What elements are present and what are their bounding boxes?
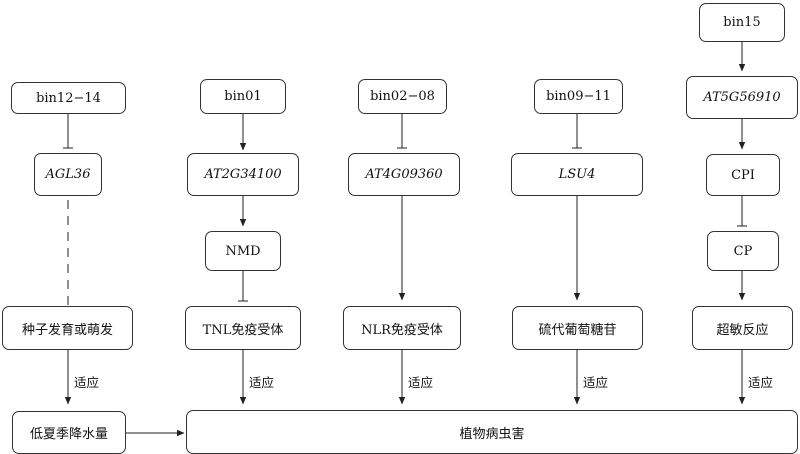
edge-label-adapt-2: 适应 <box>249 375 275 390</box>
node-tnl-immune-receptor: TNL免疫受体 <box>185 306 301 350</box>
node-at5g56910: AT5G56910 <box>686 76 798 119</box>
node-cpi: CPI <box>706 154 780 196</box>
node-bin09-11: bin09−11 <box>534 79 623 114</box>
edge-label-adapt-1: 适应 <box>74 375 100 390</box>
node-hypersensitive-response: 超敏反应 <box>692 306 793 350</box>
node-lsu4: LSU4 <box>511 153 643 196</box>
node-seed-development: 种子发育或萌发 <box>2 306 133 350</box>
node-at4g09360: AT4G09360 <box>348 153 460 196</box>
edge-label-adapt-3: 适应 <box>408 375 434 390</box>
node-nmd: NMD <box>205 231 281 271</box>
node-agl36: AGL36 <box>34 153 102 196</box>
node-low-summer-precipitation: 低夏季降水量 <box>12 411 126 454</box>
node-plant-pests-diseases: 植物病虫害 <box>186 410 798 454</box>
edge-label-adapt-5: 适应 <box>748 375 774 390</box>
node-at2g34100: AT2G34100 <box>187 153 299 196</box>
node-nlr-immune-receptor: NLR免疫受体 <box>343 306 461 350</box>
node-bin15: bin15 <box>699 3 785 42</box>
edge-label-adapt-4: 适应 <box>583 375 609 390</box>
node-cp: CP <box>707 231 779 271</box>
node-glucosinolate: 硫代葡萄糖苷 <box>512 306 643 350</box>
node-bin12-14: bin12−14 <box>11 82 126 114</box>
node-bin01: bin01 <box>200 79 286 114</box>
node-bin02-08: bin02−08 <box>358 79 447 114</box>
